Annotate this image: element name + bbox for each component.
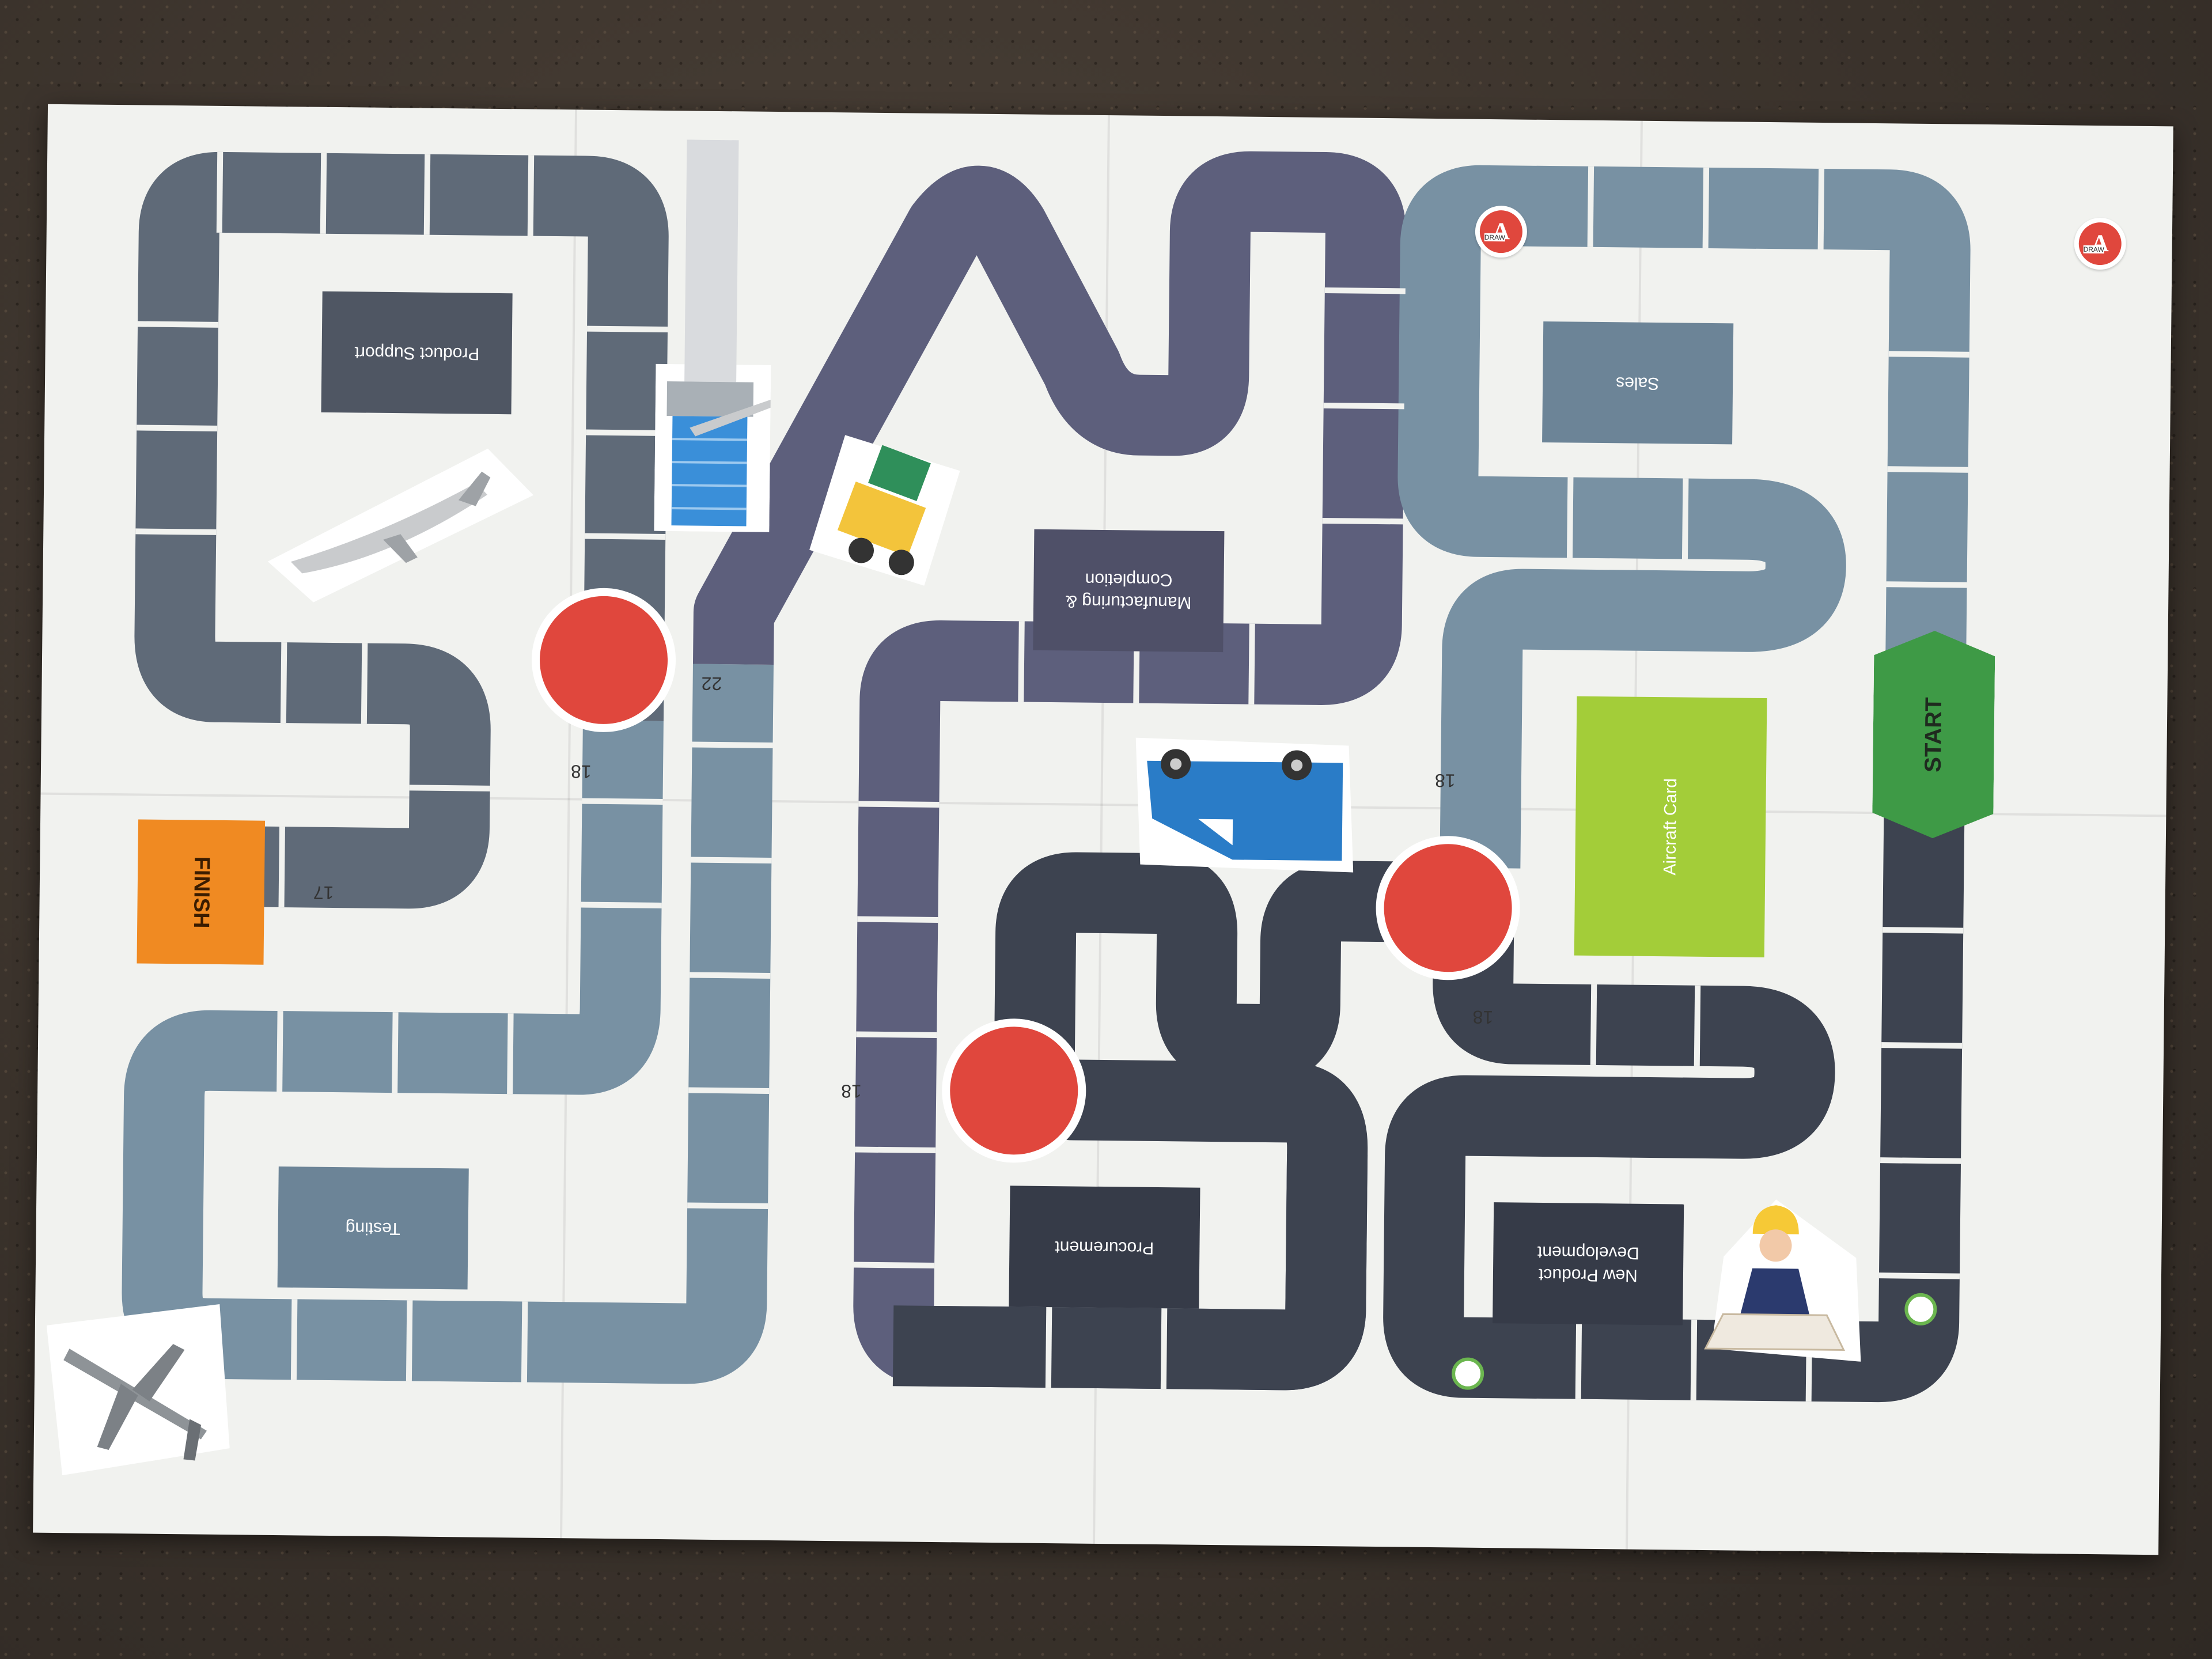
engineer-icon [1704,1199,1861,1362]
track-svg [122,151,1971,1403]
track-dividers [135,151,1969,1402]
stage-new-product-development: New Product Development [1493,1202,1684,1325]
aircraft-card-deck[interactable]: Aircraft Card [1574,696,1767,958]
delivery-van-icon [1135,737,1354,873]
space-number: 18 [1434,770,1456,791]
airliner-icon [46,1304,230,1476]
space-number: 22 [701,673,722,695]
stage-manufacturing: Manufacturing & Completion [1033,529,1225,653]
red-event-space [941,1018,1087,1164]
space-number: 18 [570,761,592,782]
track-testing-path [122,664,774,1384]
start-space: START [1872,630,1995,839]
ring-marker [1904,1293,1937,1326]
finish-space: FINISH [137,819,266,965]
space-number: 18 [1472,1006,1494,1028]
track-procurement-path [892,852,1434,1391]
control-tower-icon [654,139,774,532]
business-jet-icon [267,448,534,603]
space-number: 17 [313,882,334,904]
ring-marker [1451,1357,1484,1390]
track-npd-path [1383,809,1965,1403]
stage-testing: Testing [277,1166,469,1290]
game-board: Product Support Manufacturing & Completi… [33,104,2173,1555]
red-event-space [531,587,677,733]
forklift-icon [809,435,960,586]
track-sales-path [1397,165,1971,869]
stage-procurement: Procurement [1009,1185,1200,1309]
stage-sales: Sales [1542,321,1734,445]
space-number: 18 [841,1081,862,1102]
track-finish-path [134,151,669,909]
stage-product-support: Product Support [321,291,513,415]
